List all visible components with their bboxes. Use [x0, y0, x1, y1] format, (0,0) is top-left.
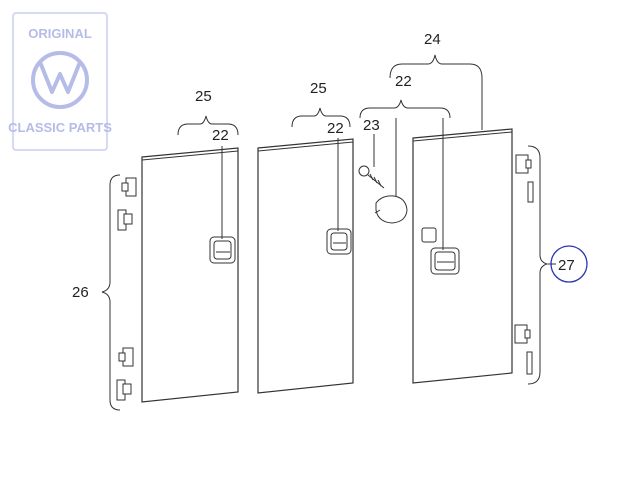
bracket-24 [389, 54, 483, 130]
bracket-25b [291, 107, 351, 128]
watermark-top-text: ORIGINAL [28, 26, 92, 41]
door-handle-3 [430, 247, 460, 275]
bracket-26 [101, 174, 121, 411]
bracket-22 [359, 99, 451, 119]
door-handle-2 [326, 228, 352, 255]
callout-26: 26 [72, 284, 89, 301]
side-panel-3 [412, 128, 513, 384]
callout-22c: 22 [395, 73, 412, 90]
callout-25b: 25 [310, 80, 327, 97]
vw-classic-parts-watermark: ORIGINAL CLASSIC PARTS [8, 12, 112, 151]
callout-25a: 25 [195, 88, 212, 105]
screw-23 [358, 165, 385, 189]
highlight-circle-27 [550, 245, 588, 283]
callout-27: 27 [558, 257, 575, 274]
left-hinges [116, 177, 137, 401]
right-hinges [514, 154, 534, 375]
bracket-25a [177, 115, 239, 136]
callout-22a: 22 [212, 127, 229, 144]
side-panel-1 [141, 147, 239, 403]
callout-23: 23 [363, 117, 380, 134]
bracket-27 [527, 145, 549, 385]
trim-cap [374, 195, 408, 224]
door-handle-1 [209, 236, 236, 264]
small-bracket [421, 227, 437, 243]
callout-24: 24 [424, 31, 441, 48]
callout-22b: 22 [327, 120, 344, 137]
watermark-bottom-text: CLASSIC PARTS [8, 120, 112, 135]
side-panel-2 [257, 138, 354, 394]
vw-logo-icon [31, 51, 89, 109]
